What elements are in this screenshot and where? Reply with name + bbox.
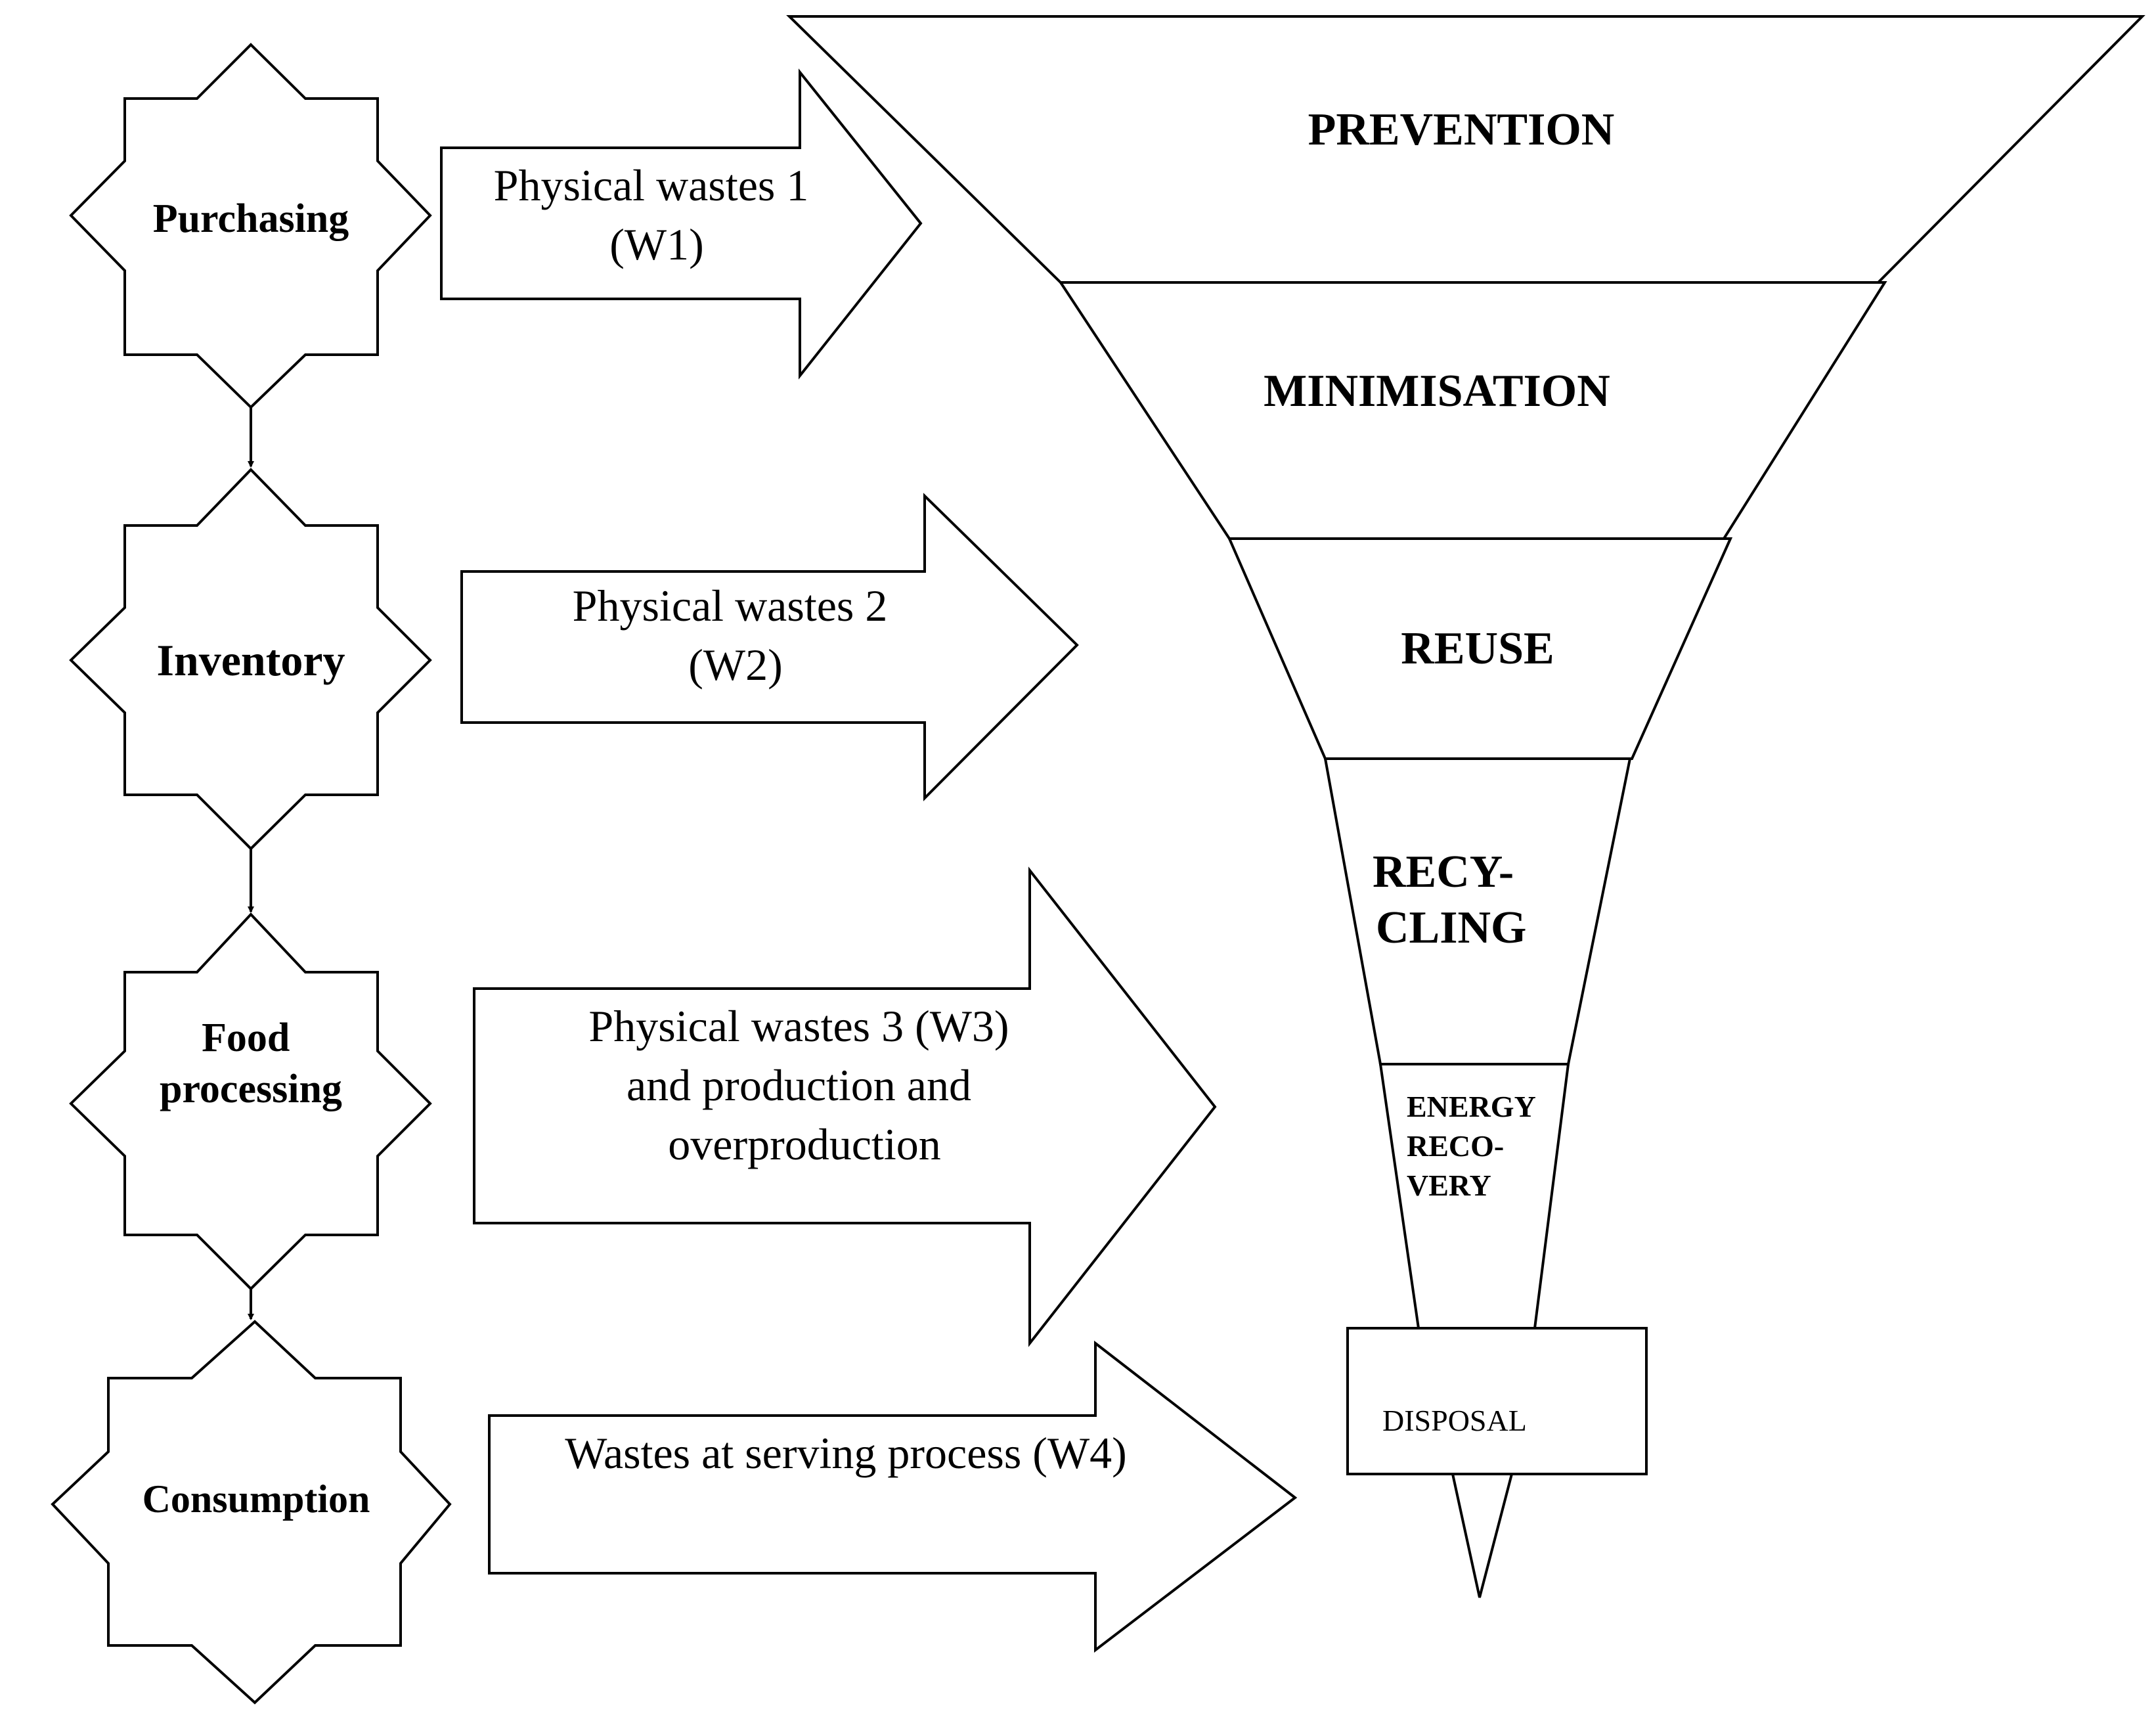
process-step-food-processing: Food processing <box>69 912 432 1291</box>
hierarchy-label-energy-recovery: ENERGY RECO- VERY <box>1407 1090 1543 1202</box>
waste-arrow-w4: Wastes at serving process (W4) <box>488 1340 1298 1653</box>
waste-arrow-label: Physical wastes 3 (W3) and production an… <box>588 1001 1020 1169</box>
block-arrow-shape <box>473 866 1217 1347</box>
process-step-inventory: Inventory <box>69 468 432 851</box>
waste-arrow-label: Physical wastes 1 (W1) <box>494 160 820 269</box>
hierarchy-level-reuse <box>1227 537 1733 760</box>
hierarchy-label-recycling: RECY- CLING <box>1373 847 1526 953</box>
process-step-label: Food processing <box>160 1016 342 1111</box>
process-step-purchasing: Purchasing <box>69 43 432 409</box>
waste-arrow-label: Wastes at serving process (W4) <box>565 1428 1127 1478</box>
block-arrow-shape <box>440 68 923 380</box>
process-step-consumption: Consumption <box>51 1320 452 1705</box>
block-arrow-shape <box>460 493 1079 801</box>
hierarchy-label-reuse: REUSE <box>1401 623 1554 674</box>
disposal-box <box>1346 1327 1648 1475</box>
waste-arrow-w3: Physical wastes 3 (W3) and production an… <box>473 866 1217 1347</box>
hierarchy-label-minimisation: MINIMISATION <box>1264 366 1610 416</box>
hierarchy-label-prevention: PREVENTION <box>1308 104 1615 155</box>
waste-arrow-w2: Physical wastes 2 (W2) <box>460 493 1079 801</box>
process-step-label: Inventory <box>156 635 345 685</box>
block-arrow-shape <box>488 1340 1298 1653</box>
process-step-label: Purchasing <box>153 196 349 241</box>
disposal-label: DISPOSAL <box>1382 1404 1527 1437</box>
star-shape <box>51 1320 452 1705</box>
waste-arrow-label: Physical wastes 2 (W2) <box>573 581 899 690</box>
process-step-label: Consumption <box>143 1477 370 1521</box>
funnel-tip <box>1451 1473 1514 1598</box>
waste-hierarchy-funnel <box>786 15 2145 1598</box>
waste-arrow-w1: Physical wastes 1 (W1) <box>440 68 923 380</box>
